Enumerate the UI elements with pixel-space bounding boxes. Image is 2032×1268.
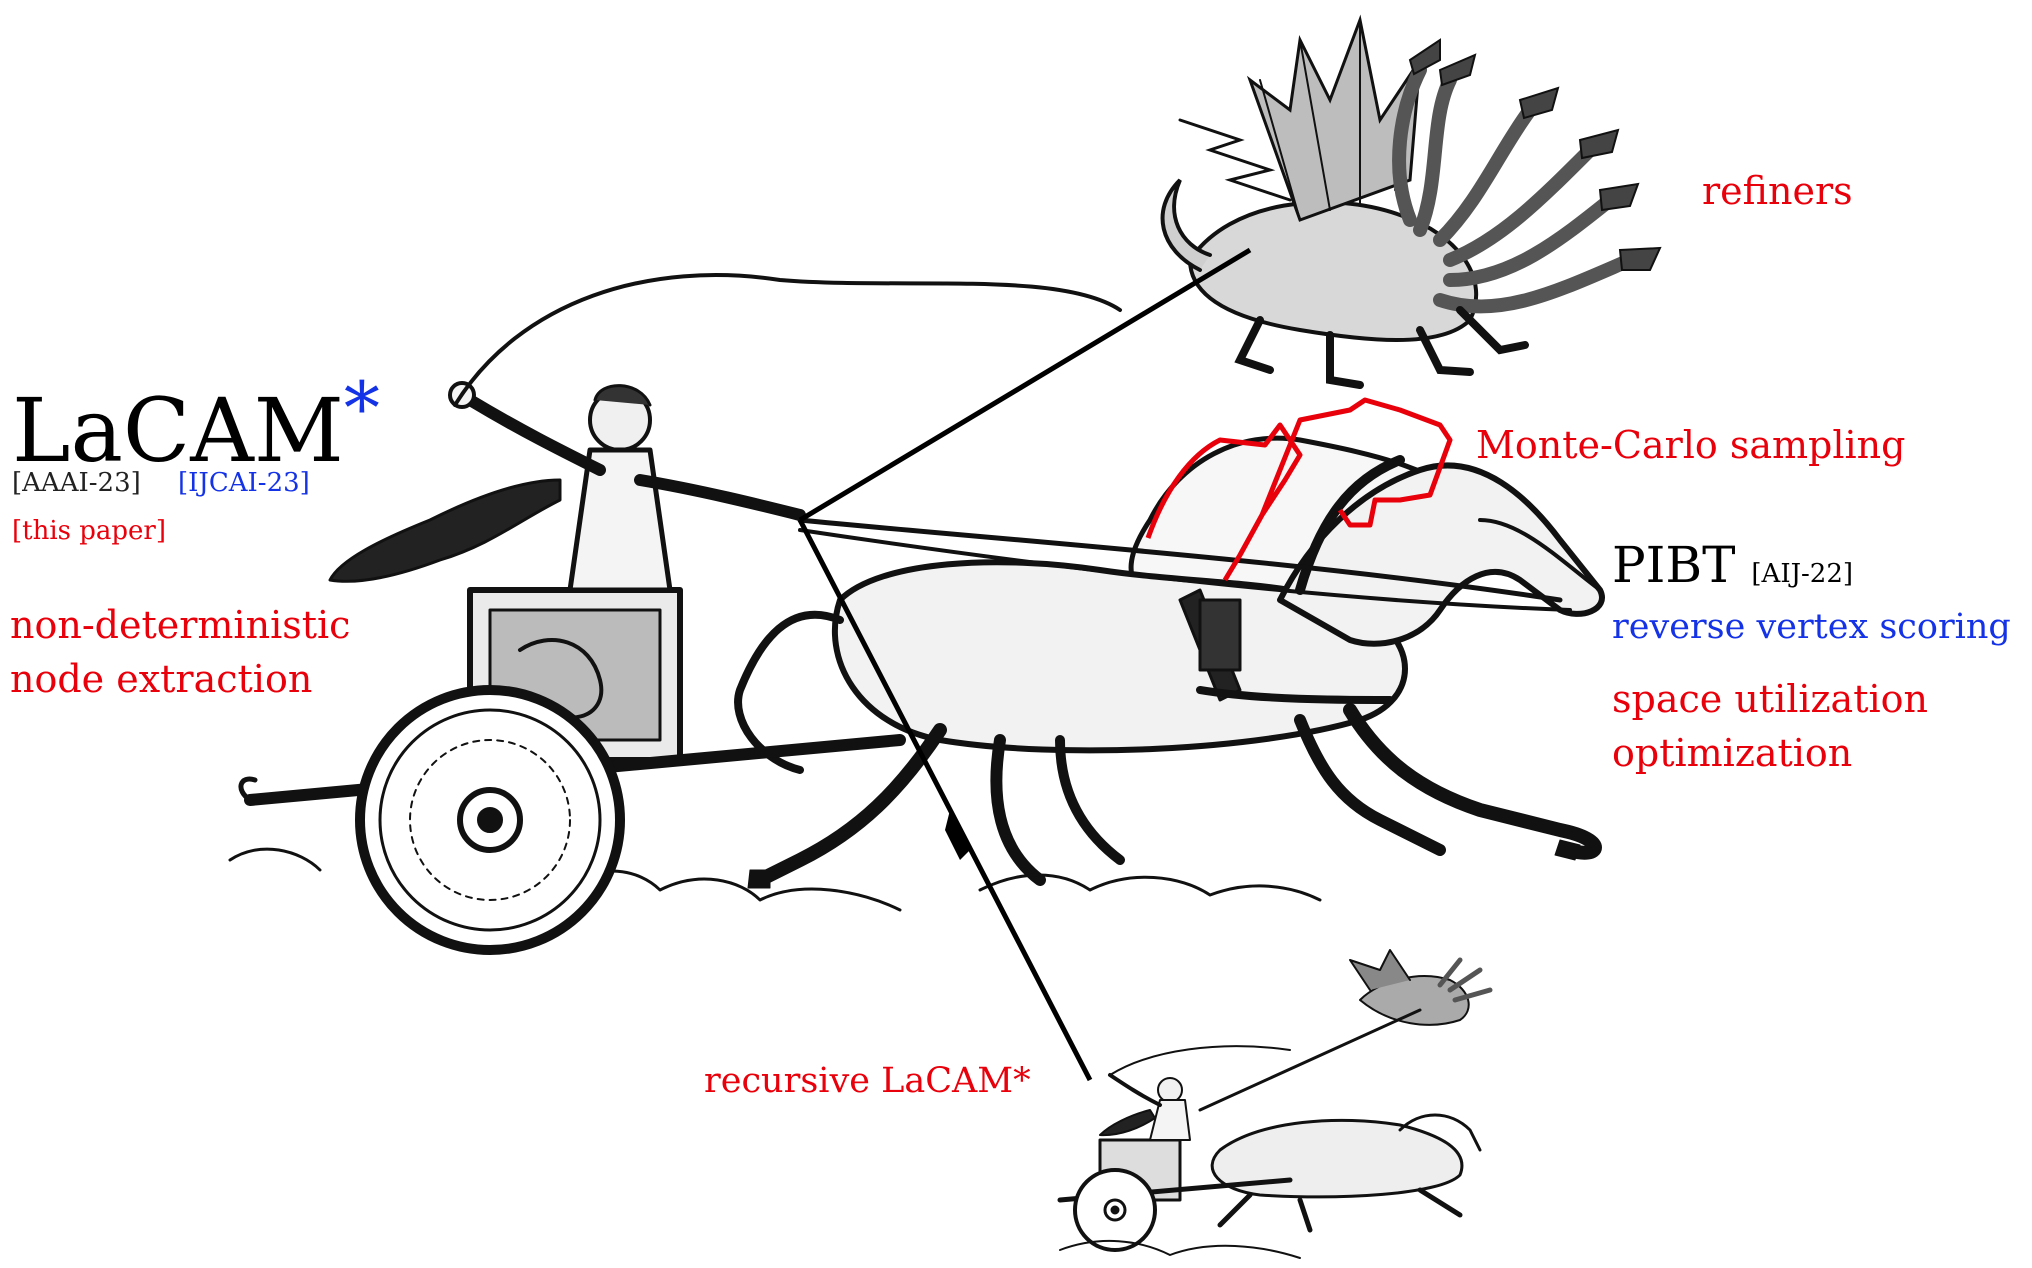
- spear-to-hydra: [798, 247, 1252, 523]
- ref-aaai: [AAAI-23]: [12, 468, 141, 498]
- ref-ijcai: [IJCAI-23]: [178, 468, 310, 498]
- monte-carlo-outline: [1145, 397, 1453, 582]
- space-util-line2: optimization: [1612, 731, 1853, 775]
- reverse-vertex-scoring-label: reverse vertex scoring: [1612, 607, 2011, 647]
- pibt-label: PIBT [AIJ-22]: [1612, 540, 1853, 590]
- ref-this-paper: [this paper]: [12, 516, 167, 546]
- chariot-illustration: [238, 273, 1122, 955]
- left-feature-line2: node extraction: [10, 657, 313, 701]
- pibt-name: PIBT: [1612, 536, 1736, 594]
- horse-illustration: [228, 435, 1605, 912]
- space-util-line1: space utilization: [1612, 677, 1928, 721]
- pibt-ref: [AIJ-22]: [1751, 559, 1854, 589]
- recursive-lacam-label: recursive LaCAM*: [704, 1061, 1031, 1101]
- lacam-title: LaCAM*: [12, 372, 380, 475]
- spear-to-recursive: [797, 518, 1093, 1082]
- spear-tip: [945, 810, 970, 860]
- lacam-star: *: [343, 366, 380, 450]
- left-feature-line1: non-deterministic: [10, 603, 351, 647]
- mini-chariot-illustration: [1057, 949, 1493, 1259]
- refiners-label: refiners: [1702, 169, 1853, 213]
- lacam-title-text: LaCAM: [12, 379, 344, 482]
- monte-carlo-label: Monte-Carlo sampling: [1476, 423, 1906, 467]
- hydra-illustration: [1160, 14, 1662, 389]
